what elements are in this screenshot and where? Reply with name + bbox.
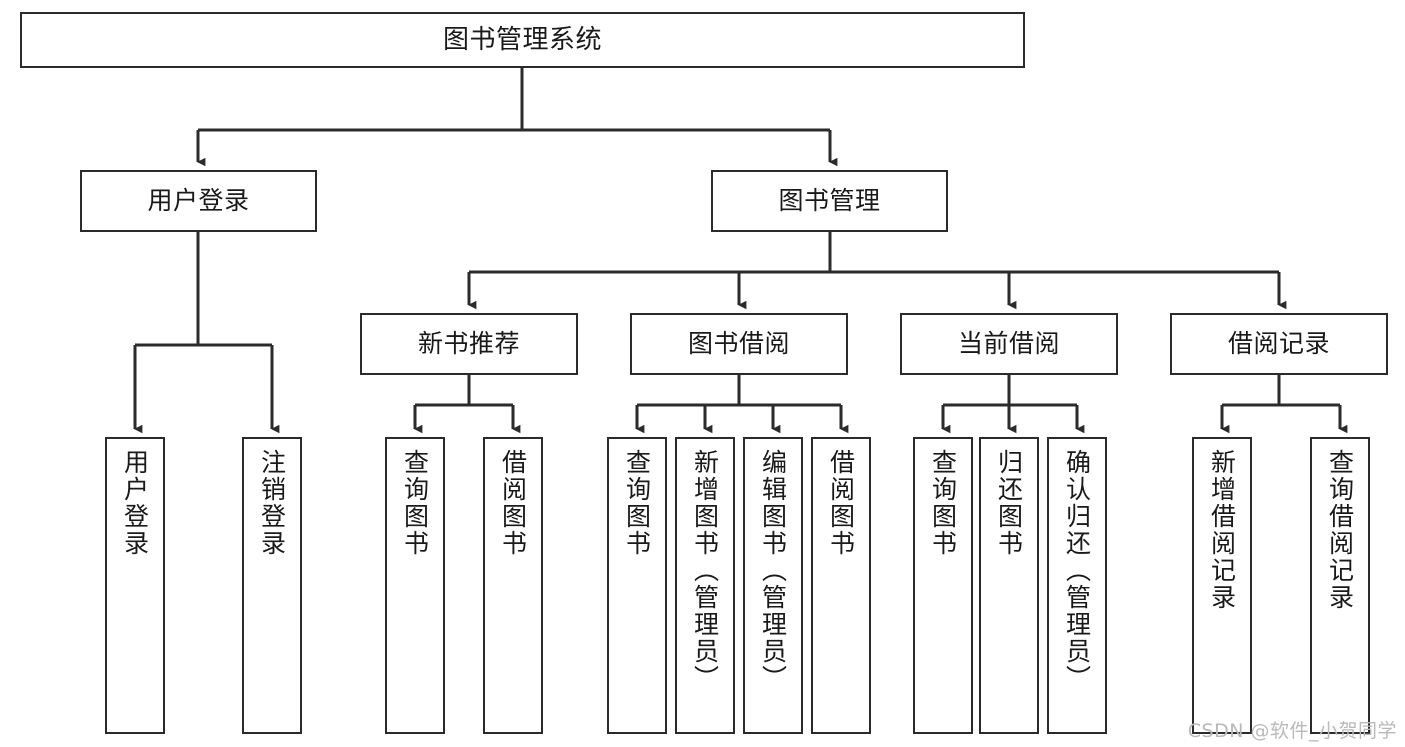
node-user-login[interactable]: 用户登录 [80, 170, 317, 232]
leaf-user-login-logout[interactable]: 注销登录 [242, 437, 302, 734]
node-current-borrow[interactable]: 当前借阅 [900, 313, 1118, 375]
watermark: CSDN @软件_小贺同学 [1187, 720, 1397, 742]
leaf-borrow-edit-book-admin[interactable]: 编辑图书（管理员） [743, 437, 803, 734]
node-label: 确认归还（管理员） [1062, 449, 1092, 692]
leaf-recommend-search-book[interactable]: 查询图书 [385, 437, 445, 734]
node-label: 用户登录 [147, 186, 250, 216]
node-label: 新增借阅记录 [1207, 449, 1237, 611]
node-root-book-management-system[interactable]: 图书管理系统 [20, 12, 1025, 68]
node-label: 图书借阅 [687, 329, 790, 359]
leaf-current-return-book[interactable]: 归还图书 [979, 437, 1039, 734]
node-label: 用户登录 [120, 449, 150, 557]
node-label: 借阅图书 [498, 449, 528, 557]
node-new-book-recommend[interactable]: 新书推荐 [360, 313, 578, 375]
leaf-record-add-borrow-record[interactable]: 新增借阅记录 [1192, 437, 1252, 734]
node-label: 编辑图书（管理员） [758, 449, 788, 692]
leaf-record-search-borrow-record[interactable]: 查询借阅记录 [1310, 437, 1370, 734]
node-label: 查询借阅记录 [1325, 449, 1355, 611]
node-label: 图书管理 [778, 186, 881, 216]
node-book-management[interactable]: 图书管理 [711, 170, 948, 232]
node-label: 查询图书 [400, 449, 430, 557]
node-label: 当前借阅 [957, 329, 1060, 359]
leaf-current-search-book[interactable]: 查询图书 [913, 437, 973, 734]
node-book-borrow[interactable]: 图书借阅 [630, 313, 848, 375]
leaf-borrow-add-book-admin[interactable]: 新增图书（管理员） [675, 437, 735, 734]
node-label: 查询图书 [928, 449, 958, 557]
leaf-borrow-borrow-book[interactable]: 借阅图书 [811, 437, 871, 734]
node-label: 注销登录 [257, 449, 287, 557]
node-label: 归还图书 [994, 449, 1024, 557]
node-label: 图书管理系统 [442, 24, 602, 55]
node-label: 查询图书 [622, 449, 652, 557]
node-label: 新增图书（管理员） [690, 449, 720, 692]
node-label: 借阅记录 [1227, 329, 1330, 359]
node-label: 新书推荐 [417, 329, 520, 359]
node-borrow-record[interactable]: 借阅记录 [1170, 313, 1388, 375]
leaf-user-login-login[interactable]: 用户登录 [105, 437, 165, 734]
leaf-recommend-borrow-book[interactable]: 借阅图书 [483, 437, 543, 734]
leaf-current-confirm-return-admin[interactable]: 确认归还（管理员） [1047, 437, 1107, 734]
leaf-borrow-search-book[interactable]: 查询图书 [607, 437, 667, 734]
node-label: 借阅图书 [826, 449, 856, 557]
